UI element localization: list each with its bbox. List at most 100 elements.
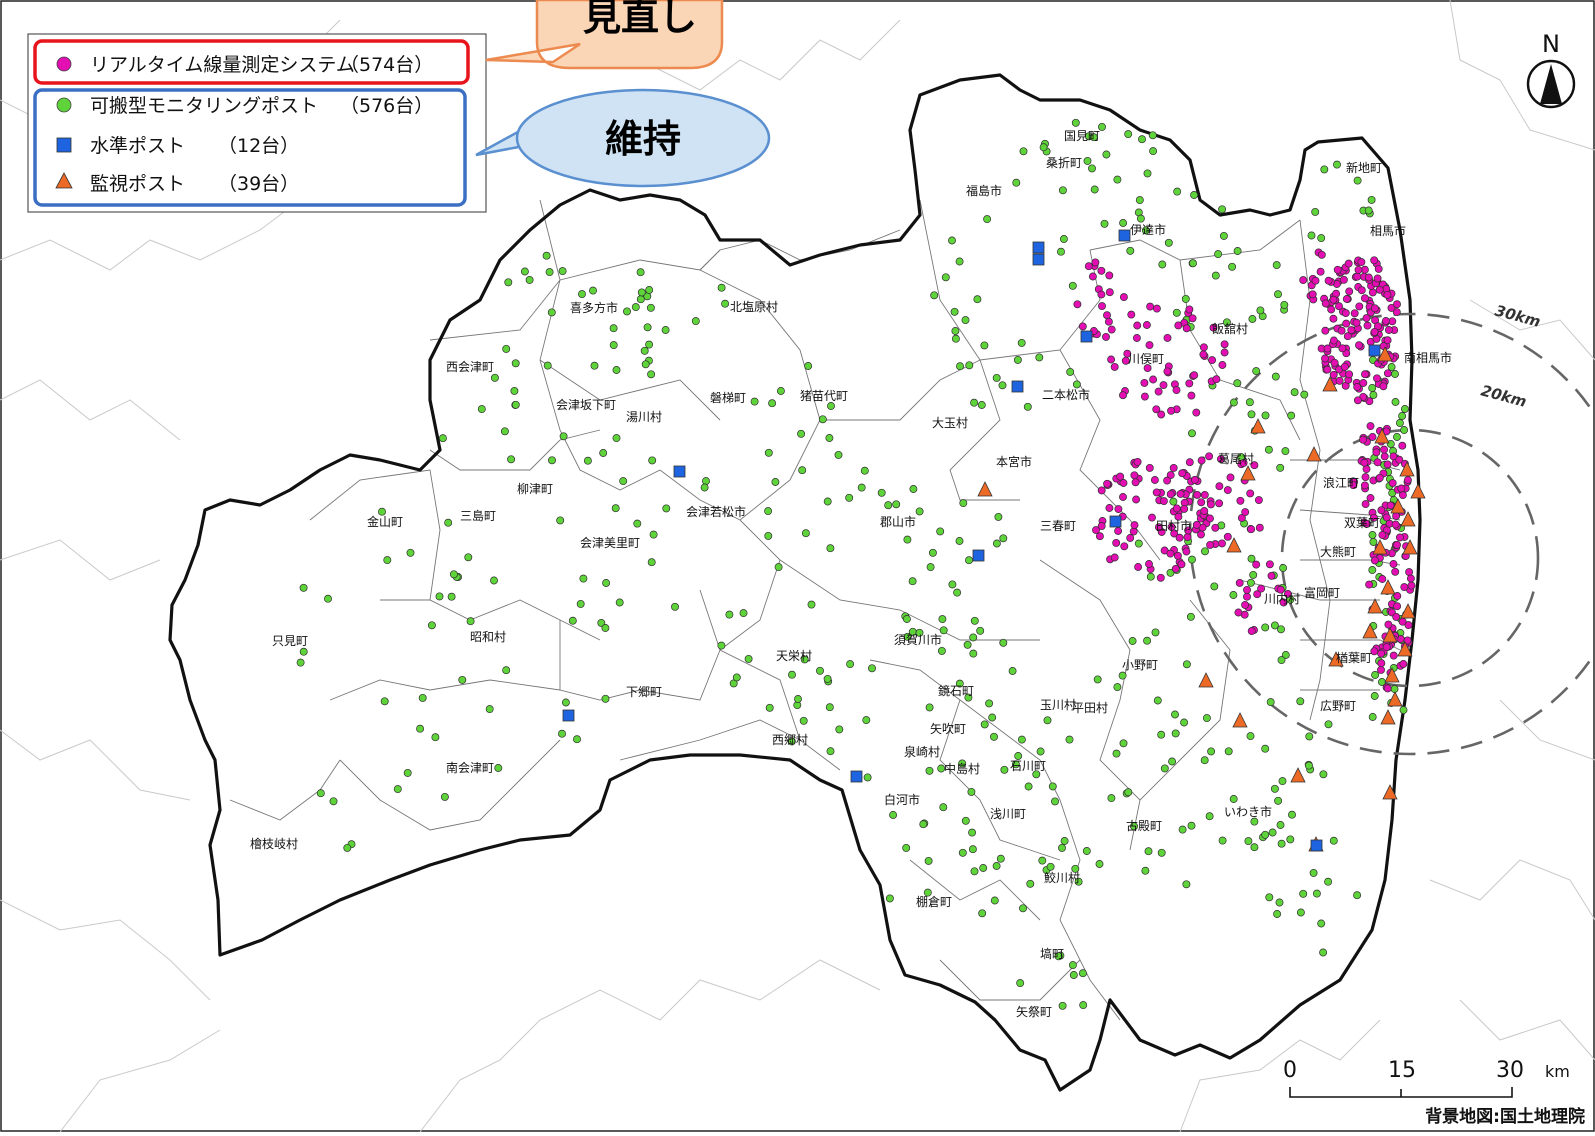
realtime-point-marker: [1368, 433, 1377, 441]
realtime-point-marker: [1175, 533, 1184, 542]
portable-post-marker: [1166, 568, 1175, 577]
realtime-point-marker: [1389, 560, 1398, 568]
portable-post-marker: [1277, 625, 1285, 634]
portable-post-marker: [1095, 860, 1104, 868]
realtime-point-marker: [1176, 489, 1185, 498]
portable-post-marker: [717, 641, 726, 650]
portable-post-marker: [992, 862, 1001, 870]
realtime-point-marker: [1123, 349, 1132, 358]
legend-symbol-level: [56, 137, 72, 153]
realtime-point-marker: [1146, 302, 1155, 311]
portable-post-marker: [511, 400, 520, 409]
realtime-point-marker: [1105, 288, 1114, 297]
realtime-point-marker: [1406, 574, 1415, 583]
realtime-point-marker: [1143, 364, 1152, 373]
realtime-point-marker: [1395, 533, 1404, 542]
label-yugawa: 湯川村: [626, 410, 662, 424]
realtime-point-marker: [1185, 379, 1194, 388]
surveillance-post-marker: [1306, 446, 1322, 462]
realtime-point-marker: [1360, 481, 1369, 490]
surveillance-post-marker: [1367, 598, 1383, 614]
portable-post-marker: [1178, 825, 1187, 834]
portable-post-marker: [1270, 621, 1279, 630]
portable-post-marker: [1036, 747, 1045, 756]
portable-post-marker: [477, 405, 486, 414]
realtime-point-marker: [1370, 304, 1379, 313]
realtime-point-marker: [1208, 356, 1217, 365]
realtime-point-marker: [1403, 476, 1412, 484]
label-futaba: 双葉町: [1344, 516, 1380, 530]
realtime-point-marker: [1373, 374, 1381, 383]
portable-post-marker: [1272, 261, 1281, 270]
portable-post-marker: [941, 273, 950, 282]
label-samegawa: 鮫川村: [1044, 870, 1080, 885]
surveillance-post-marker: [1382, 627, 1398, 643]
portable-post-marker: [296, 658, 305, 667]
portable-post-marker: [998, 381, 1007, 390]
portable-post-marker: [1391, 370, 1399, 378]
portable-post-marker: [1016, 979, 1025, 988]
realtime-point-marker: [1250, 461, 1259, 470]
surveillance-post-marker: [1240, 465, 1256, 481]
portable-post-marker: [1051, 797, 1059, 806]
portable-post-marker: [1054, 952, 1063, 961]
realtime-point-marker: [1375, 473, 1384, 482]
portable-post-marker: [1309, 868, 1318, 877]
realtime-point-marker: [1243, 585, 1251, 594]
portable-post-marker: [1353, 891, 1362, 900]
portable-post-marker: [1229, 398, 1238, 407]
label-ishikawa: 石川町: [1010, 759, 1046, 773]
realtime-point-marker: [1383, 684, 1392, 693]
portable-post-marker: [589, 286, 597, 295]
realtime-point-marker: [1357, 258, 1366, 267]
realtime-point-marker: [1380, 452, 1389, 461]
portable-post-marker: [583, 456, 592, 465]
portable-post-marker: [418, 693, 427, 702]
portable-post-marker: [1072, 380, 1081, 389]
portable-post-marker: [1119, 739, 1128, 748]
label-aizumisato: 会津美里町: [580, 536, 640, 550]
realtime-point-marker: [1388, 479, 1397, 488]
realtime-point-marker: [1110, 553, 1119, 562]
north-arrow-icon: [1540, 64, 1562, 104]
portable-post-marker: [1233, 247, 1242, 255]
portable-post-marker: [965, 361, 974, 370]
portable-post-marker: [787, 737, 796, 746]
portable-post-marker: [490, 576, 498, 585]
realtime-point-marker: [1363, 321, 1372, 330]
realtime-point-marker: [1166, 471, 1175, 480]
label-aizuwakamatsu: 会津若松市: [686, 504, 746, 519]
portable-post-marker: [845, 493, 854, 502]
realtime-point-marker: [1329, 295, 1338, 304]
realtime-point-marker: [1218, 361, 1227, 369]
realtime-point-marker: [1105, 271, 1114, 280]
portable-post-marker: [937, 646, 946, 655]
realtime-point-marker: [1073, 300, 1082, 309]
portable-post-marker: [764, 531, 773, 540]
realtime-point-marker: [1370, 327, 1379, 336]
realtime-point-marker: [1378, 531, 1387, 539]
realtime-point-marker: [1373, 274, 1382, 283]
realtime-point-marker: [1389, 651, 1398, 660]
portable-post-marker: [889, 811, 898, 819]
realtime-point-marker: [1211, 523, 1220, 532]
portable-post-marker: [909, 485, 918, 493]
portable-post-marker: [1079, 1001, 1088, 1010]
realtime-point-marker: [1329, 370, 1338, 379]
portable-post-marker: [1146, 572, 1155, 581]
portable-post-marker: [826, 544, 835, 553]
level-post-marker: [850, 770, 863, 783]
surveillance-post-marker: [977, 481, 993, 497]
level-post-marker: [1118, 229, 1131, 242]
realtime-point-marker: [1253, 590, 1262, 599]
portable-post-marker: [877, 488, 886, 497]
portable-post-marker: [1290, 388, 1299, 397]
portable-post-marker: [996, 854, 1005, 863]
realtime-point-marker: [1247, 627, 1256, 636]
portable-post-marker: [1369, 391, 1378, 399]
portable-post-marker: [623, 307, 631, 316]
realtime-point-marker: [1383, 460, 1392, 469]
portable-post-marker: [958, 848, 967, 857]
portable-post-marker: [1074, 877, 1083, 886]
legend-symbol-realtime: [56, 56, 72, 72]
